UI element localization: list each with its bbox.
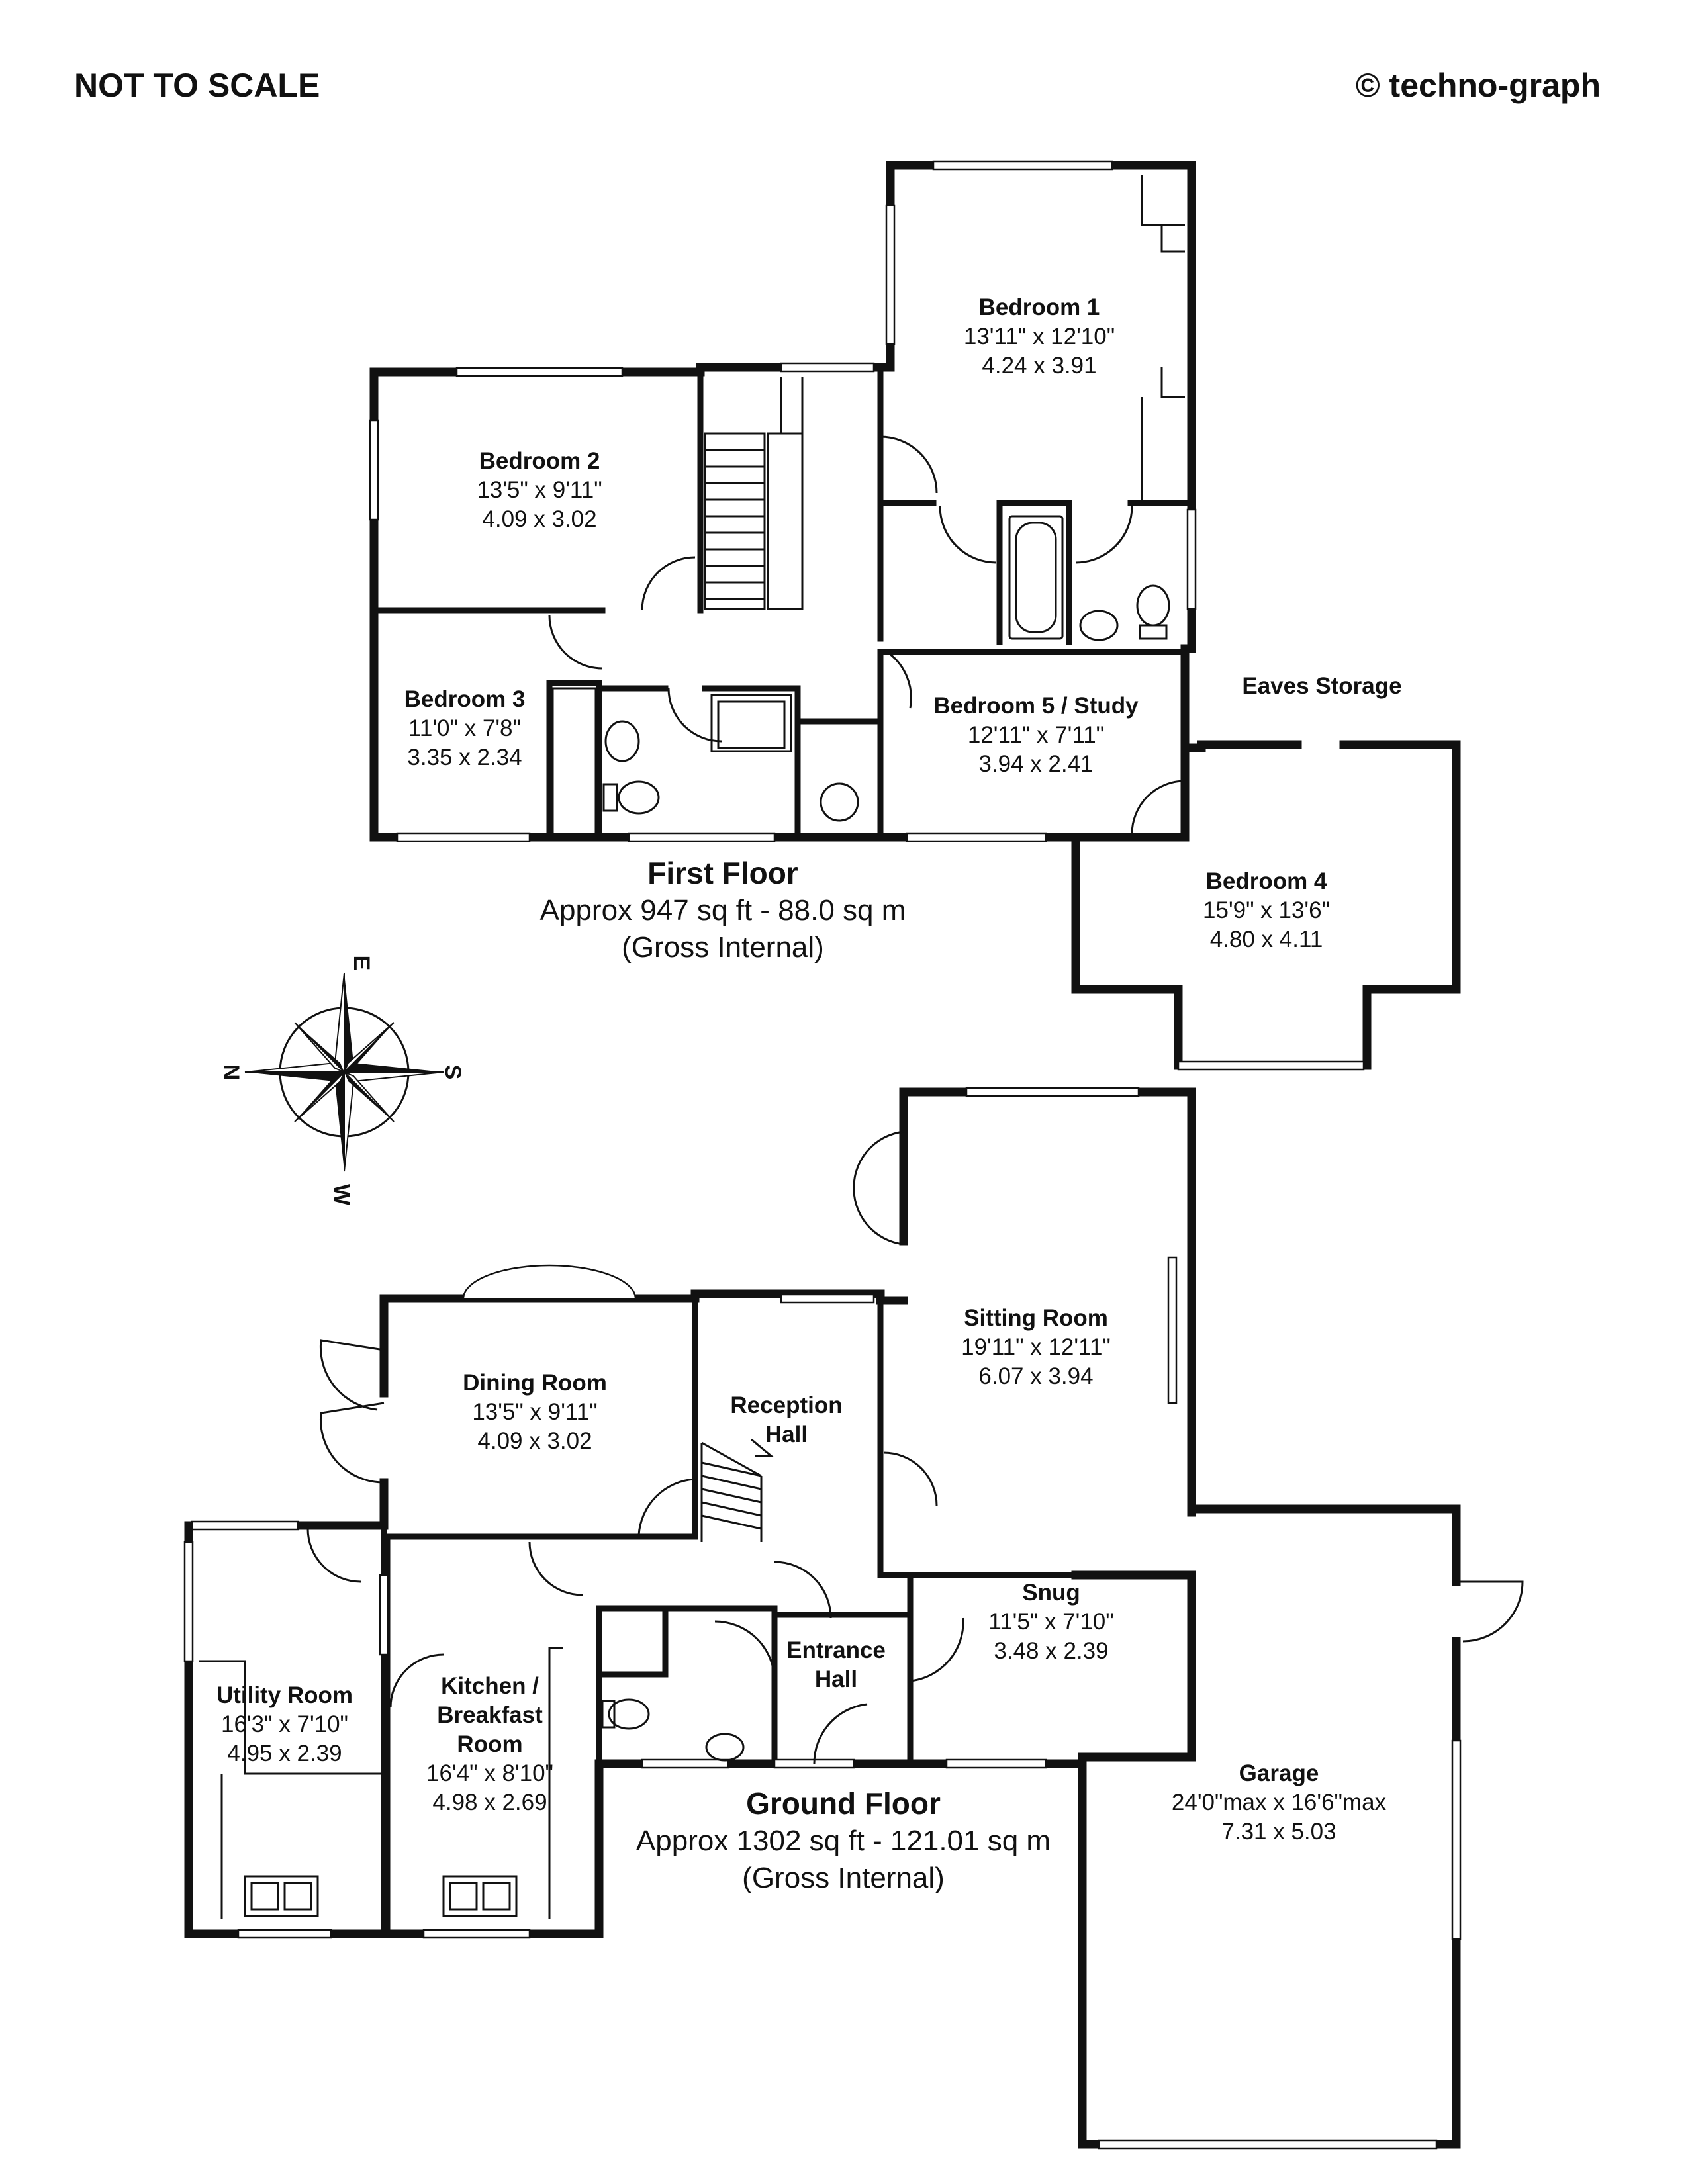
room-label-bedroom-4: Bedroom 4 15'9" x 13'6" 4.80 x 4.11 <box>1203 867 1330 954</box>
room-name: Bedroom 1 <box>978 295 1100 320</box>
ground-floor-caption: Ground Floor Approx 1302 sq ft - 121.01 … <box>636 1784 1051 1897</box>
room-dims-imperial: 13'5" x 9'11" <box>477 477 602 503</box>
floor-area-basis: (Gross Internal) <box>742 1862 945 1894</box>
room-label-utility-room: Utility Room 16'3" x 7'10" 4.95 x 2.39 <box>216 1681 353 1768</box>
room-dims-imperial: 11'5" x 7'10" <box>988 1609 1114 1635</box>
room-dims-imperial: 15'9" x 13'6" <box>1203 897 1330 923</box>
room-name: Bedroom 5 / Study <box>933 693 1139 719</box>
room-name: Entrance Hall <box>786 1637 886 1692</box>
room-label-dining-room: Dining Room 13'5" x 9'11" 4.09 x 3.02 <box>463 1369 607 1456</box>
room-label-snug: Snug 11'5" x 7'10" 3.48 x 2.39 <box>988 1578 1113 1666</box>
floor-area-basis: (Gross Internal) <box>622 931 824 964</box>
floor-area: Approx 947 sq ft - 88.0 sq m <box>539 894 906 927</box>
floor-area: Approx 1302 sq ft - 121.01 sq m <box>635 1825 1051 1857</box>
room-dims-metric: 4.95 x 2.39 <box>227 1741 342 1766</box>
floor-title: First Floor <box>647 856 798 890</box>
room-label-sitting-room: Sitting Room 19'11" x 12'11" 6.07 x 3.94 <box>961 1304 1111 1391</box>
first-floor-stairs <box>704 377 804 610</box>
room-dims-imperial: 24'0"max x 16'6"max <box>1171 1790 1387 1815</box>
scale-note: NOT TO SCALE <box>74 67 320 104</box>
first-floor-plan <box>369 160 1461 1071</box>
room-dims-imperial: 16'3" x 7'10" <box>221 1711 348 1737</box>
compass-w: W <box>329 1184 354 1206</box>
compass-e: E <box>349 956 374 971</box>
room-label-bedroom-3: Bedroom 3 11'0" x 7'8" 3.35 x 2.34 <box>404 685 526 772</box>
room-label-eaves-storage: Eaves Storage <box>1242 672 1401 701</box>
room-dims-imperial: 13'5" x 9'11" <box>472 1399 598 1425</box>
room-label-bedroom-2: Bedroom 2 13'5" x 9'11" 4.09 x 3.02 <box>477 447 602 534</box>
room-name: Dining Room <box>463 1370 607 1396</box>
room-dims-metric: 3.48 x 2.39 <box>994 1638 1109 1664</box>
room-dims-imperial: 12'11" x 7'11" <box>967 722 1105 748</box>
room-dims-metric: 3.94 x 2.41 <box>978 751 1094 777</box>
copyright: © techno-graph <box>1355 67 1601 104</box>
ground-floor-plan <box>183 1087 1524 2150</box>
room-dims-metric: 6.07 x 3.94 <box>978 1363 1094 1389</box>
room-name: Reception Hall <box>730 1392 843 1447</box>
room-name: Utility Room <box>216 1682 353 1708</box>
room-dims-metric: 4.09 x 3.02 <box>482 506 597 532</box>
room-label-garage: Garage 24'0"max x 16'6"max 7.31 x 5.03 <box>1172 1759 1386 1846</box>
room-name: Garage <box>1239 1760 1319 1786</box>
first-floor-caption: First Floor Approx 947 sq ft - 88.0 sq m… <box>540 854 906 966</box>
room-name: Sitting Room <box>964 1305 1108 1331</box>
room-label-entrance-hall: Entrance Hall <box>786 1636 886 1694</box>
room-dims-imperial: 13'11" x 12'10" <box>963 324 1115 349</box>
compass-s: S <box>440 1065 465 1080</box>
room-dims-metric: 7.31 x 5.03 <box>1221 1819 1336 1844</box>
room-label-reception-hall: Reception Hall <box>730 1391 842 1449</box>
room-name: Bedroom 2 <box>479 448 600 474</box>
room-name: Bedroom 3 <box>404 686 526 712</box>
compass-n: N <box>218 1064 244 1081</box>
room-dims-imperial: 19'11" x 12'11" <box>961 1334 1111 1360</box>
floor-title: Ground Floor <box>746 1786 941 1821</box>
room-name: Snug <box>1022 1580 1080 1606</box>
room-dims-imperial: 11'0" x 7'8" <box>408 715 521 741</box>
room-label-bedroom-1: Bedroom 1 13'11" x 12'10" 4.24 x 3.91 <box>964 293 1115 381</box>
room-dims-metric: 4.98 x 2.69 <box>432 1790 547 1815</box>
ground-floor-stairs <box>700 1438 774 1542</box>
room-label-kitchen-breakfast-room: Kitchen / Breakfast Room 16'4" x 8'10" 4… <box>426 1672 553 1817</box>
room-dims-metric: 4.09 x 3.02 <box>477 1428 592 1454</box>
room-dims-metric: 4.24 x 3.91 <box>982 353 1097 379</box>
room-name: Bedroom 4 <box>1205 868 1327 894</box>
room-name: Kitchen / Breakfast Room <box>437 1673 543 1757</box>
room-name: Eaves Storage <box>1242 673 1402 699</box>
room-dims-metric: 4.80 x 4.11 <box>1209 927 1323 952</box>
room-dims-metric: 3.35 x 2.34 <box>407 745 522 770</box>
room-label-bedroom-5-study: Bedroom 5 / Study 12'11" x 7'11" 3.94 x … <box>933 692 1138 779</box>
room-dims-imperial: 16'4" x 8'10" <box>426 1760 553 1786</box>
compass-rose: N E S W <box>218 956 465 1206</box>
